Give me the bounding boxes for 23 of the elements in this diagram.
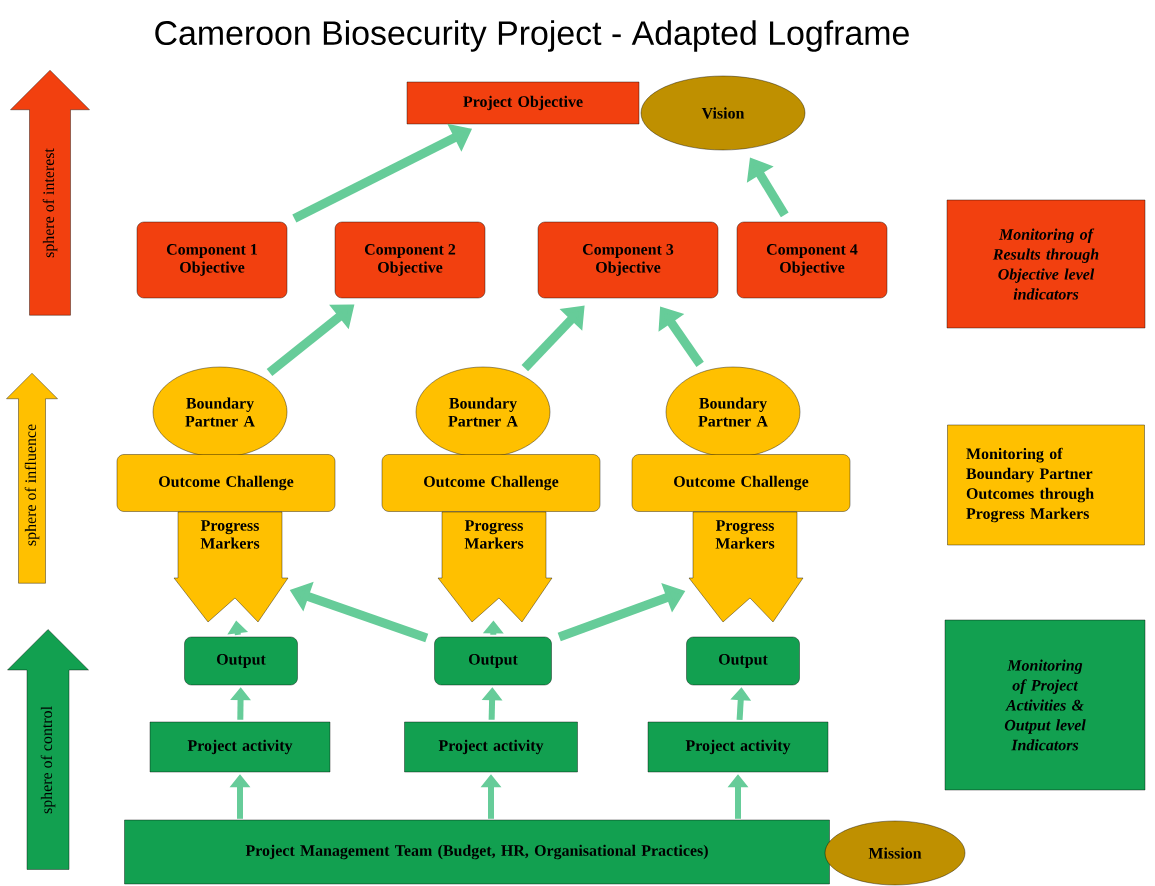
objective-box: Project Objective [406, 81, 640, 125]
activity-box: Project activity [149, 721, 331, 773]
component-box: Component 3 Objective [537, 221, 719, 299]
monitoring-box: Monitoring of Project Activities & Output level Indicators [944, 619, 1146, 791]
component-box: Component 1 Objective [136, 221, 288, 299]
component-box: Component 2 Objective [334, 221, 486, 299]
arrow [521, 305, 585, 372]
challenge-box: Outcome Challenge [631, 454, 851, 512]
challenge-box: Outcome Challenge [381, 454, 601, 512]
monitoring-box: Monitoring of Results through Objective level indicators [946, 199, 1146, 329]
challenge-box: Outcome Challenge [116, 454, 336, 512]
sphere-band: sphere of influence [6, 373, 58, 584]
sphere-band: sphere of interest [10, 70, 90, 316]
title: Cameroon Biosecurity Project - Adapted Logframe [155, 20, 909, 52]
component-box: Component 4 Objective [736, 221, 888, 299]
output-box: Output [686, 636, 800, 686]
output-box: Output [434, 636, 552, 686]
monitoring-box: Monitoring of Boundary Partner Outcomes through Progress Markers [947, 424, 1145, 546]
activity-box: Project activity [404, 721, 578, 773]
team-box: Project Management Team (Budget, HR, Organisational Practices) [124, 819, 830, 885]
output-box: Output [184, 636, 298, 686]
sphere-band: sphere of control [7, 629, 89, 870]
activity-box: Project activity [647, 721, 829, 773]
